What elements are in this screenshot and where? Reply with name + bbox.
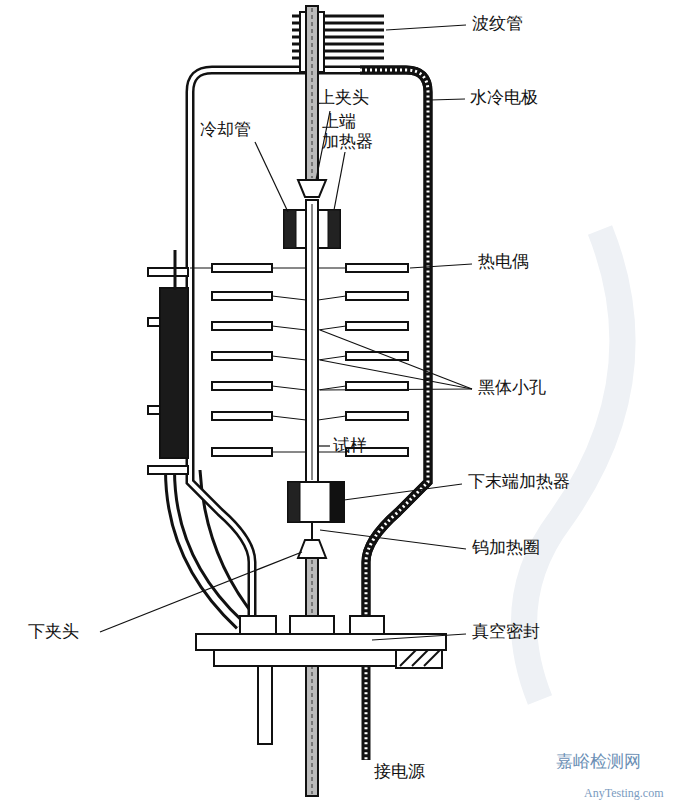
part-label: 黑体小孔 — [478, 378, 546, 398]
part-label: 接电源 — [374, 762, 425, 782]
watermark-text: 嘉峪检测网 — [556, 752, 641, 772]
part-label: 水冷电极 — [470, 88, 538, 108]
part-label: 下末端加热器 — [468, 472, 570, 492]
part-label: 钨加热圈 — [472, 538, 540, 558]
lower-rod — [298, 540, 326, 796]
side-port — [148, 250, 188, 474]
watermark-text: AnyTesting.com — [584, 786, 663, 800]
specimen — [306, 200, 318, 484]
leader-line — [100, 25, 472, 640]
part-label: 热电偶 — [478, 252, 529, 272]
base-plate — [196, 616, 446, 744]
part-label: 波纹管 — [472, 14, 523, 34]
lower-heater — [288, 482, 344, 540]
thermocouple — [190, 264, 408, 456]
part-label: 上端 加热器 — [322, 112, 378, 153]
part-label: 下夹头 — [28, 622, 79, 642]
part-label: 冷却管 — [200, 120, 251, 140]
part-label: 真空密封 — [472, 622, 540, 642]
part-label: 上夹头 — [318, 88, 369, 108]
part-label: 试样 — [333, 436, 367, 456]
